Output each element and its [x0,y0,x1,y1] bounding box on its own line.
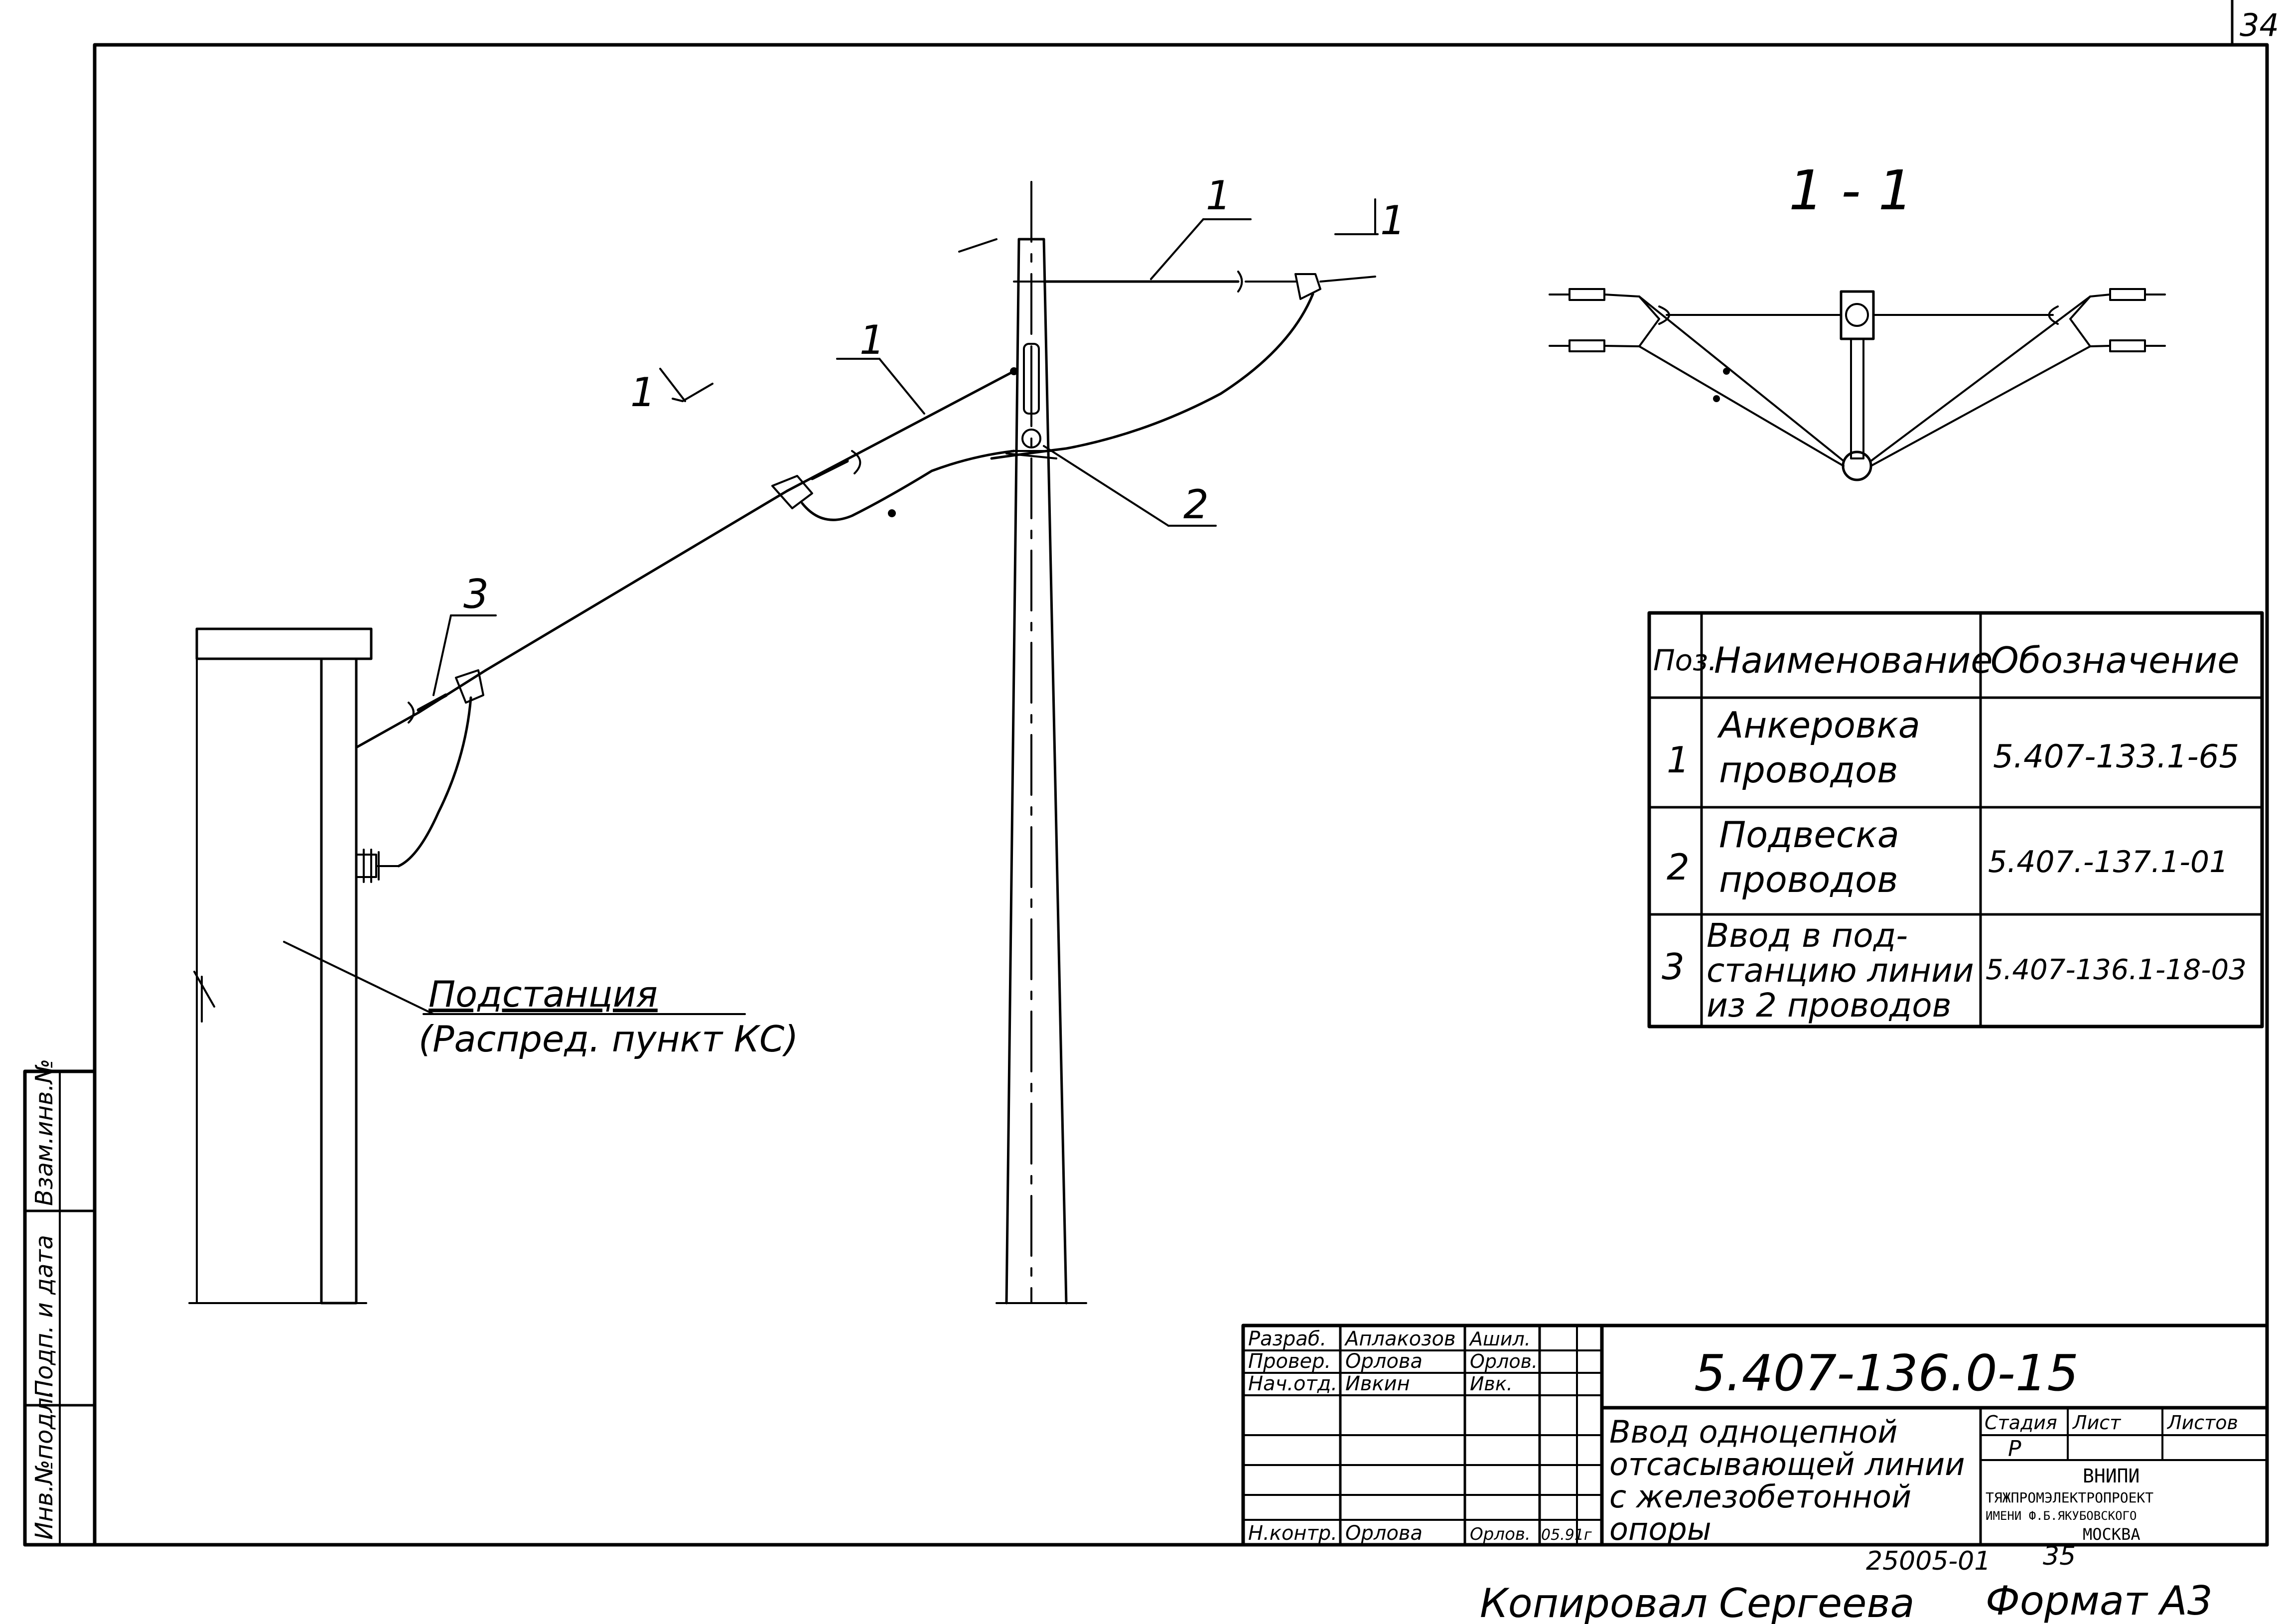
title-line1: Ввод одноцепной [1609,1414,1898,1450]
name-checker: Орлова [1345,1350,1423,1373]
callout-item1-lower: 1 [836,317,925,415]
concrete-pole [1005,181,1068,1305]
sheet-frame [93,43,2269,1547]
title-line3: с железобетонной [1609,1478,1911,1515]
org-line1: ВНИПИ [2083,1465,2140,1487]
copier-name: Сергеева [1719,1580,1915,1624]
org-line3: ИМЕНИ Ф.Б.ЯКУБОВСКОГО [1986,1509,2137,1523]
stamp-inv-no: Инв.№подл. [30,1390,58,1540]
section-1-1-view: 1 - 1 [1549,158,2166,481]
svg-text:Подстанция: Подстанция [428,973,658,1015]
header-name: Наименование [1714,639,1993,681]
org-line2: ТЯЖПРОМЭЛЕКТРОПРОЕКТ [1986,1489,2153,1506]
name-dept-head: Ивкин [1345,1372,1410,1395]
section-mark-right: 1 [1334,197,1406,244]
corner-number-box: 34 [2231,0,2279,46]
footer: 25005-01 35 Копировал Сергеева Формат А3 [1480,1541,2213,1624]
anchor-upper-right [990,271,1376,460]
sheets-header: Листов [2166,1412,2238,1434]
row1-pos: 1 [1667,739,1690,781]
title-line4: опоры [1609,1511,1712,1547]
row1-name-line2: проводов [1719,749,1898,791]
org-line4: МОСКВА [2083,1525,2140,1544]
role-checker: Провер. [1248,1350,1331,1373]
svg-text:1: 1 [1380,197,1406,244]
callout-item2: 2 [1043,445,1217,528]
stage-value: Р [2008,1436,2021,1462]
name-norm-control: Орлова [1345,1522,1423,1545]
role-norm-control: Н.контр. [1248,1522,1337,1545]
sign-norm-control: Орлов. [1470,1524,1531,1544]
svg-text:1: 1 [630,369,656,416]
callout-item3: 3 [432,571,497,696]
sign-checker: Орлов. [1470,1350,1538,1372]
stamp-repl-inv: Взам.инв.№ [30,1059,58,1206]
header-code: Обозначение [1991,639,2240,681]
doc-number: 5.407-136.0-15 [1694,1344,2079,1402]
svg-text:2: 2 [1183,481,1209,528]
row2-name-line2: проводов [1719,859,1898,900]
height-dimension [193,971,215,1023]
row1-code: 5.407-133.1-65 [1993,738,2239,775]
svg-text:1: 1 [1206,172,1231,219]
stage-header: Стадия [1985,1412,2057,1434]
anchor-lower-left [771,449,1015,521]
sheet-number: 35 [2043,1541,2076,1571]
role-developer: Разраб. [1248,1328,1326,1350]
order-number: 25005-01 [1866,1546,1991,1576]
corner-number: 34 [2240,7,2279,43]
paper-format: Формат А3 [1986,1578,2213,1624]
wall-bushing-insulator [355,849,400,883]
stamp-sign-date: Подп. и дата [30,1235,58,1398]
spec-table: Поз. Наименование Обозначение 1 Анкеровк… [1647,611,2264,1029]
name-developer: Аплакозов [1344,1328,1456,1350]
sign-dept-head: Ивк. [1470,1373,1513,1395]
section-title: 1 - 1 [1789,158,1913,222]
row2-code: 5.407.-137.1-01 [1988,845,2228,880]
svg-text:3: 3 [463,571,489,617]
row2-pos: 2 [1667,846,1690,888]
row2-name-line1: Подвеска [1719,814,1899,856]
svg-text:1: 1 [859,317,885,363]
sign-developer: Ашил. [1468,1328,1531,1350]
side-stamp: Инв.№подл. Подп. и дата Взам.инв.№ [23,1059,97,1547]
svg-text:(Распред. пункт КС): (Распред. пункт КС) [419,1018,798,1060]
copied-by: Копировал [1480,1580,1708,1624]
span-wire [355,367,1018,749]
title-line2: отсасывающей линии [1609,1446,1965,1482]
role-dept-head: Нач.отд. [1248,1372,1337,1395]
row1-name-line1: Анкеровка [1717,704,1920,746]
header-pos: Поз. [1653,643,1717,677]
row3-name-line3: из 2 проводов [1707,986,1952,1025]
callout-item1-upper: 1 [1150,172,1252,280]
row3-pos: 3 [1662,946,1685,988]
substation-building [195,627,373,1305]
row3-name-line2: станцию линии [1707,951,1974,990]
substation-label: Подстанция (Распред. пункт КС) [283,941,798,1060]
suspension-clamp [1021,343,1041,448]
anchor-substation [397,669,484,868]
row3-name-line1: Ввод в под- [1707,916,1908,955]
row3-code: 5.407-136.1-18-03 [1986,954,2247,986]
title-block: Разраб. Аплакозов Ашил. Провер. Орлова О… [1241,1324,2269,1547]
date-norm-control: 05.91г [1541,1526,1592,1544]
sheet-header: Лист [2072,1412,2122,1434]
section-mark-left: 1 [630,238,998,416]
